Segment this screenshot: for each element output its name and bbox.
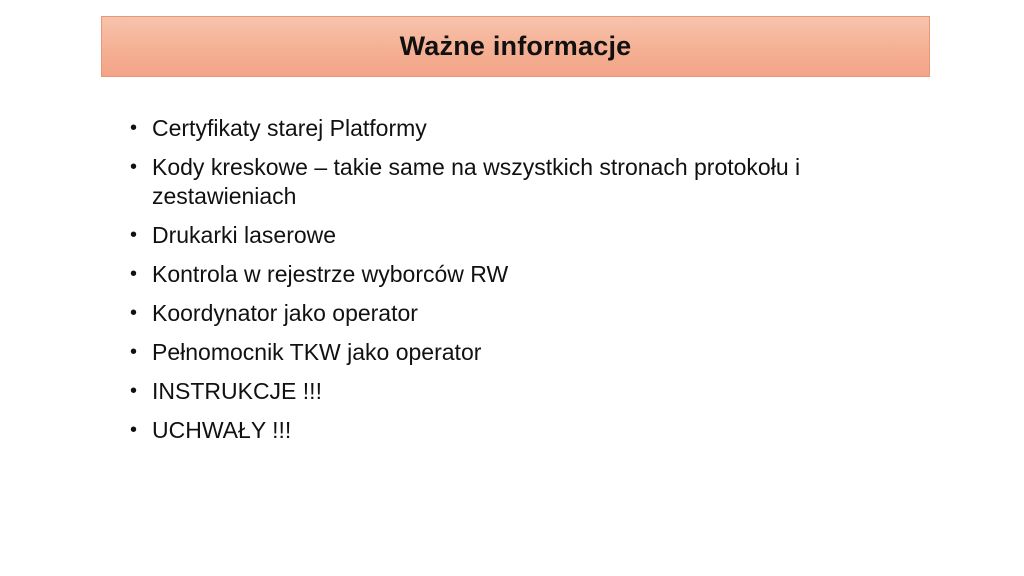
bullet-dot-icon: • — [130, 117, 138, 139]
bullet-list: • Certyfikaty starej Platformy • Kody kres… — [128, 114, 928, 455]
bullet-text: Pełnomocnik TKW jako operator — [152, 339, 482, 365]
bullet-item: • Kody kreskowe – takie same na wszystkic… — [128, 153, 928, 211]
bullet-item: • Kontrola w rejestrze wyborców RW — [128, 260, 928, 289]
bullet-dot-icon: • — [130, 302, 138, 324]
title-banner: Ważne informacje — [101, 16, 930, 77]
bullet-item: • UCHWAŁY !!! — [128, 416, 928, 445]
bullet-item: • Drukarki laserowe — [128, 221, 928, 250]
bullet-item: • Pełnomocnik TKW jako operator — [128, 338, 928, 367]
slide-title: Ważne informacje — [399, 31, 632, 61]
bullet-dot-icon: • — [130, 224, 138, 246]
bullet-text: UCHWAŁY !!! — [152, 417, 292, 443]
bullet-dot-icon: • — [130, 419, 138, 441]
bullet-text: Certyfikaty starej Platformy — [152, 115, 427, 141]
bullet-text: Drukarki laserowe — [152, 222, 337, 248]
bullet-text: Kody kreskowe – takie same na wszystkich… — [152, 154, 801, 209]
bullet-dot-icon: • — [130, 341, 138, 363]
bullet-dot-icon: • — [130, 380, 138, 402]
bullet-text: INSTRUKCJE !!! — [152, 378, 322, 404]
bullet-dot-icon: • — [130, 156, 138, 178]
bullet-item: • Koordynator jako operator — [128, 299, 928, 328]
bullet-item: • Certyfikaty starej Platformy — [128, 114, 928, 143]
bullet-text: Kontrola w rejestrze wyborców RW — [152, 261, 509, 287]
bullet-item: • INSTRUKCJE !!! — [128, 377, 928, 406]
bullet-dot-icon: • — [130, 263, 138, 285]
bullet-text: Koordynator jako operator — [152, 300, 418, 326]
